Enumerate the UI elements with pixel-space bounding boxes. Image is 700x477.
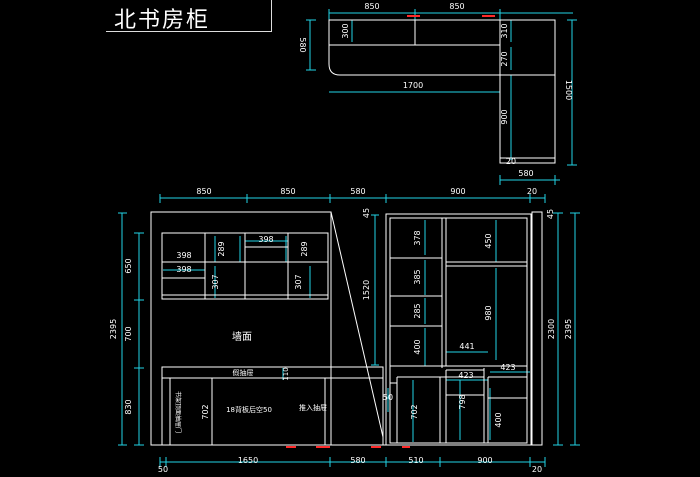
shelf-dim-398-a: 398 [176, 265, 191, 274]
elev-left-dim-650: 650 [124, 258, 133, 273]
right-col-dim-400: 400 [494, 412, 503, 427]
mid-vertical-1520: 1520 [362, 280, 371, 300]
right-col-dim-798: 798 [458, 394, 467, 409]
elev-top-dim-5: 20 [527, 187, 537, 196]
shelf-dim-289-a: 289 [217, 241, 226, 256]
desk-label-fake-drawer: 假抽屉 [233, 368, 254, 377]
right-col-dim-980: 980 [484, 305, 493, 320]
middle-col-dim-400: 400 [413, 339, 422, 354]
elev-bottom-dim-5: 900 [477, 456, 492, 465]
elev-top-dim-1: 850 [196, 187, 211, 196]
elev-bottom-dim-1: 50 [158, 465, 168, 474]
elev-top-dim-3: 580 [350, 187, 365, 196]
shelf-dim-398-b: 398 [258, 235, 273, 244]
plan-inner-dim-900: 900 [500, 109, 509, 124]
right-col-dim-441: 441 [459, 342, 474, 351]
plan-bottom-dim-20: 20 [506, 157, 516, 166]
plan-top-dim-1: 850 [364, 2, 379, 11]
desk-label-110: 110 [282, 367, 290, 380]
desk-label-backpanel: 18背板后空50 [226, 405, 272, 414]
middle-col-dim-378: 378 [413, 230, 422, 245]
elev-right-dim-2300: 2300 [547, 319, 556, 339]
drawing-title-frame: 北书房柜 [106, 0, 272, 33]
elev-bottom-dim-6: 20 [532, 465, 542, 474]
elev-left-dim-830: 830 [124, 399, 133, 414]
plan-bottom-inner-dim: 1700 [403, 81, 423, 90]
elev-right-dim-2395: 2395 [564, 319, 573, 339]
plan-top-dim-2: 850 [449, 2, 464, 11]
elev-top-dim-2: 850 [280, 187, 295, 196]
middle-col-dim-285: 285 [413, 303, 422, 318]
mid-vertical-45: 45 [362, 208, 371, 218]
shelf-dim-398-c: 398 [176, 251, 191, 260]
elev-top-dim-4: 900 [450, 187, 465, 196]
elev-bottom-dim-3: 580 [350, 456, 365, 465]
drawing-title: 北书房柜 [114, 8, 211, 33]
shelf-dim-289-b: 289 [300, 241, 309, 256]
elevation-view: 850 850 580 900 20 50 1650 580 510 900 2… [109, 187, 580, 474]
elev-left-dim-700: 700 [124, 326, 133, 341]
desk-label-push-drawer: 推入抽屉 [299, 403, 327, 412]
mid-label-50: 50 [383, 393, 393, 402]
elev-bottom-dim-2: 1650 [238, 456, 258, 465]
desk-label-702: 702 [201, 404, 210, 419]
plan-bottom-dim-580: 580 [518, 169, 533, 178]
right-col-dim-423-a: 423 [458, 371, 473, 380]
elev-right-top-small: 45 [546, 209, 555, 219]
shelf-dim-307-a: 307 [211, 274, 220, 289]
plan-inner-dim-310: 310 [500, 23, 509, 38]
mid-label-702: 702 [410, 404, 419, 419]
shelf-dim-307-b: 307 [294, 274, 303, 289]
elev-bottom-dim-4: 510 [408, 456, 423, 465]
right-col-dim-450: 450 [484, 233, 493, 248]
plan-inner-dim-270: 270 [500, 51, 509, 66]
middle-col-dim-385: 385 [413, 269, 422, 284]
wall-label: 墙面 [232, 330, 252, 343]
right-col-dim-423-b: 423 [500, 363, 515, 372]
plan-view: 850 850 580 300 310 270 900 1700 1500 58… [298, 2, 577, 185]
desk-side-vertical-label: 书架顶面抽屉门 [174, 391, 182, 433]
plan-inner-dim-300: 300 [341, 23, 350, 38]
plan-right-dim: 1500 [564, 80, 573, 100]
plan-left-dim: 580 [298, 37, 307, 52]
elev-left-total: 2395 [109, 319, 118, 339]
